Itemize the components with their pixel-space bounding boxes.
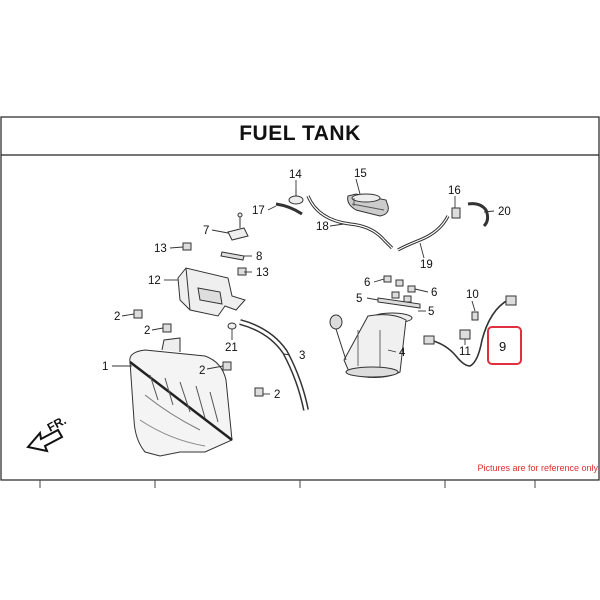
label-21: 21 [225, 342, 238, 354]
label-2-a: 2 [114, 311, 120, 323]
part-3-fuel-hose [239, 319, 309, 411]
part-13-bolts [182, 242, 247, 276]
label-13-b: 13 [256, 267, 269, 279]
part-15-fuel-filter [347, 193, 389, 217]
direction-label: FR. [45, 413, 69, 434]
page-title: FUEL TANK [239, 122, 361, 145]
part-4-fuel-pump [329, 314, 407, 378]
part-17-hose [275, 202, 303, 216]
front-direction-arrow: FR. [26, 413, 69, 453]
part-7-cap-fitting [227, 212, 249, 241]
part-8-gasket [220, 251, 245, 261]
part-14-clamp [288, 190, 304, 205]
part-1-tank-shell [129, 337, 233, 457]
part-9-highlight[interactable] [487, 326, 522, 365]
label-5-a: 5 [356, 293, 362, 305]
leader-lines [112, 178, 495, 395]
part-9-harness [423, 295, 517, 367]
label-2-c: 2 [199, 365, 205, 377]
part-19-tube [397, 215, 450, 252]
label-16: 16 [448, 185, 461, 197]
bottom-ruler [39, 480, 536, 488]
label-20: 20 [498, 206, 511, 218]
label-2-b: 2 [144, 325, 150, 337]
label-9[interactable]: 9 [499, 339, 506, 354]
part-11-clip [459, 329, 471, 340]
part-16-valve [451, 207, 461, 219]
label-4: 4 [399, 347, 406, 359]
part-20-hose [467, 202, 490, 228]
label-2-d: 2 [274, 389, 280, 401]
label-7: 7 [203, 225, 209, 237]
part-10-screw [471, 311, 479, 321]
label-3: 3 [299, 350, 305, 362]
label-13-a: 13 [154, 243, 167, 255]
label-11: 11 [459, 346, 471, 358]
label-6-b: 6 [431, 287, 437, 299]
part-12-canister-bracket [177, 267, 246, 317]
label-10: 10 [466, 289, 479, 301]
label-6-a: 6 [364, 277, 370, 289]
label-5-b: 5 [428, 306, 434, 318]
label-12: 12 [148, 275, 161, 287]
label-17: 17 [252, 205, 265, 217]
label-14: 14 [289, 169, 302, 181]
part-21-grommet [227, 322, 237, 330]
reference-note: Pictures are for reference only [477, 463, 598, 473]
label-19: 19 [420, 259, 433, 271]
part-6-nuts [383, 275, 416, 303]
label-8: 8 [256, 251, 262, 263]
label-15: 15 [354, 168, 367, 180]
label-1: 1 [102, 361, 108, 373]
label-18: 18 [316, 221, 329, 233]
